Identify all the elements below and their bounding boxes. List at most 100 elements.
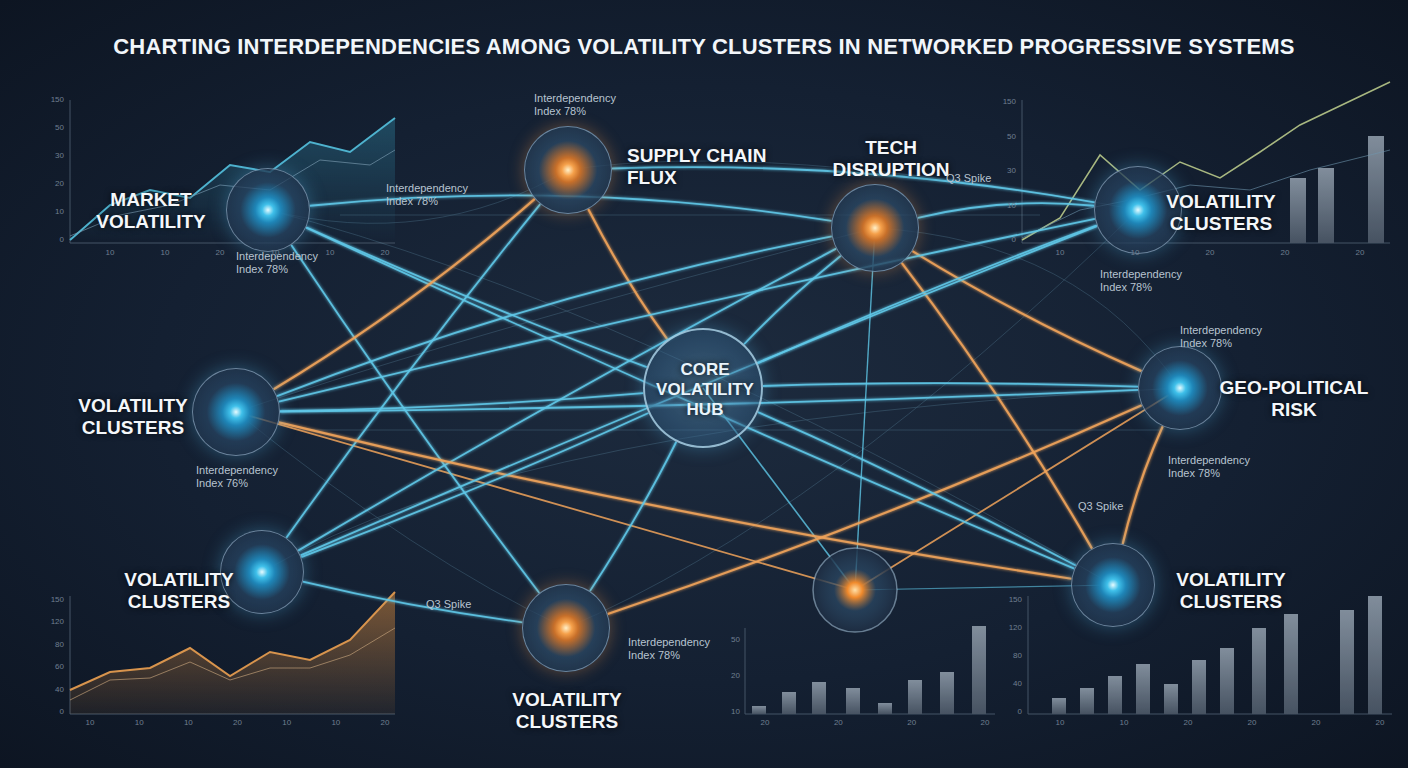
connector xyxy=(1123,426,1163,544)
axis-tick: 10 xyxy=(173,718,203,728)
axis-tick: 10 xyxy=(1045,718,1075,728)
connector xyxy=(274,199,535,389)
axis-tick: 150 xyxy=(992,595,1022,605)
axis-tick: 20 xyxy=(970,718,1000,728)
node-label: VOLATILITY CLUSTERS xyxy=(109,569,249,613)
axis-tick: 20 xyxy=(370,718,400,728)
background-web xyxy=(236,161,1180,628)
node-label: GEO-POLITICAL RISK xyxy=(1219,377,1369,421)
cluster-circle: TECH DISRUPTION xyxy=(831,184,919,272)
cluster-circle: VOLATILITY CLUSTERS xyxy=(192,368,280,456)
axis-tick: 20 xyxy=(1345,248,1375,258)
axis-tick: 60 xyxy=(34,662,64,672)
axis-tick: 10 xyxy=(272,718,302,728)
axis-tick: 50 xyxy=(986,132,1016,142)
node-label: VOLATILITY CLUSTERS xyxy=(497,689,637,733)
callout-note: Interdependency Index 78% xyxy=(534,92,644,118)
axis-tick: 10 xyxy=(321,718,351,728)
hub-label: CORE VOLATILITY HUB xyxy=(650,360,760,420)
axis-tick: 10 xyxy=(315,248,345,258)
callout-note: Q3 Spike xyxy=(426,598,496,611)
axis-tick: 10 xyxy=(34,207,64,217)
mini-area-chart xyxy=(70,592,395,714)
axis-tick: 40 xyxy=(992,679,1022,689)
cluster-circle: SUPPLY CHAIN FLUX xyxy=(524,126,612,214)
axis-tick: 0 xyxy=(986,235,1016,245)
axis-tick: 30 xyxy=(34,151,64,161)
axis-tick: 20 xyxy=(1237,718,1267,728)
axis-tick: 10 xyxy=(95,248,125,258)
axis-tick: 50 xyxy=(710,635,740,645)
axis-tick: 20 xyxy=(1301,718,1331,728)
axis-tick: 150 xyxy=(986,97,1016,107)
callout-note: Interdependency Index 78% xyxy=(628,636,738,662)
callout-note: Interdependency Index 78% xyxy=(1100,268,1210,294)
connector xyxy=(280,393,643,411)
axis-tick: 120 xyxy=(992,623,1022,633)
node-label: SUPPLY CHAIN FLUX xyxy=(627,145,797,189)
axis-tick: 0 xyxy=(34,235,64,245)
hub-circle: CORE VOLATILITY HUB xyxy=(643,328,763,448)
connector xyxy=(902,263,1092,549)
axis-tick: 20 xyxy=(223,718,253,728)
node-label: VOLATILITY CLUSTERS xyxy=(1161,569,1301,613)
axis-tick: 40 xyxy=(34,685,64,695)
node-label: VOLATILITY CLUSTERS xyxy=(1151,191,1291,235)
axis-tick: 20 xyxy=(205,248,235,258)
axis-tick: 10 xyxy=(1109,718,1139,728)
cluster-circle: VOLATILITY CLUSTERS xyxy=(220,530,304,614)
axis-tick: 20 xyxy=(370,248,400,258)
connector xyxy=(744,256,841,345)
node-label: TECH DISRUPTION xyxy=(821,137,961,181)
callout-note: Q3 Spike xyxy=(946,172,1016,185)
cluster-circle: VOLATILITY CLUSTERS xyxy=(522,584,610,672)
mini-bar-line-chart xyxy=(1022,82,1390,243)
axis-tick: 10 xyxy=(124,718,154,728)
mini-bar-chart xyxy=(745,626,995,714)
axis-tick: 120 xyxy=(34,617,64,627)
node-label: MARKET VOLATILITY xyxy=(81,189,221,233)
axis-tick: 10 xyxy=(710,707,740,717)
axis-tick: 0 xyxy=(992,707,1022,717)
connector xyxy=(286,204,540,538)
node-label: VOLATILITY CLUSTERS xyxy=(63,395,203,439)
axis-tick: 20 xyxy=(1195,248,1225,258)
callout-note: Interdependency Index 78% xyxy=(386,182,496,208)
connector xyxy=(291,245,539,593)
axis-tick: 0 xyxy=(34,707,64,717)
cluster-circle: VOLATILITY CLUSTERS xyxy=(1071,543,1155,627)
axis-tick: 50 xyxy=(34,123,64,133)
connector xyxy=(763,383,1138,386)
axis-tick: 20 xyxy=(710,671,740,681)
callout-note: Interdependency Index 78% xyxy=(1180,324,1290,350)
axis-tick: 80 xyxy=(34,640,64,650)
axis-tick: 20 xyxy=(750,718,780,728)
cluster-circle: MARKET VOLATILITY xyxy=(226,168,310,252)
callout-note: Interdependency Index 78% xyxy=(1168,454,1278,480)
axis-tick: 20 xyxy=(1173,718,1203,728)
axis-tick: 20 xyxy=(1270,248,1300,258)
axis-tick: 10 xyxy=(1045,248,1075,258)
axis-tick: 10 xyxy=(75,718,105,728)
connector xyxy=(590,442,676,591)
axis-tick: 10 xyxy=(986,201,1016,211)
connector xyxy=(301,413,648,557)
cluster-circle: VOLATILITY CLUSTERS xyxy=(1094,166,1182,254)
diagram-title: CHARTING INTERDEPENDENCIES AMONG VOLATIL… xyxy=(0,34,1408,60)
callout-note: Q3 Spike xyxy=(1078,500,1148,513)
connector xyxy=(301,226,1098,555)
connector xyxy=(918,203,1094,218)
axis-tick: 80 xyxy=(992,651,1022,661)
axis-tick: 20 xyxy=(823,718,853,728)
axis-tick: 20 xyxy=(1365,718,1395,728)
connector xyxy=(758,412,1076,565)
callout-note: Interdependency Index 76% xyxy=(196,464,306,490)
connector xyxy=(303,582,523,623)
axis-tick: 10 xyxy=(1120,248,1150,258)
axis-tick: 30 xyxy=(986,166,1016,176)
axis-tick: 20 xyxy=(897,718,927,728)
axis-tick: 150 xyxy=(34,95,64,105)
axis-tick: 10 xyxy=(150,248,180,258)
axis-tick: 20 xyxy=(34,179,64,189)
